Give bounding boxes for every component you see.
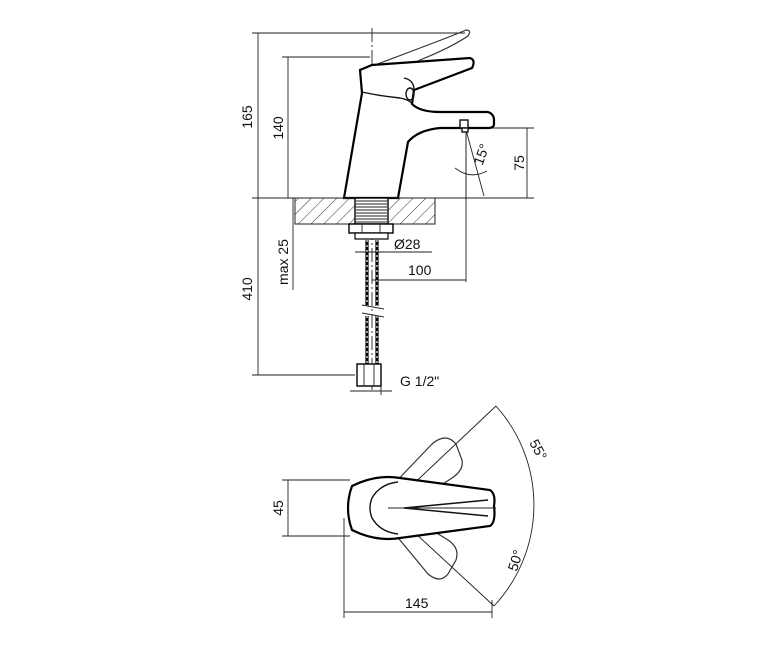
dim-label-g-half-inch: G 1/2" xyxy=(400,373,439,389)
dim-label-140: 140 xyxy=(270,116,286,140)
dim-label-15deg: 15° xyxy=(470,142,492,167)
side-view: 165 140 75 15° xyxy=(239,28,534,395)
dim-label-50deg: 50° xyxy=(504,548,526,573)
dim-label-75: 75 xyxy=(511,155,527,171)
dim-label-100: 100 xyxy=(408,262,432,278)
dim-label-max-25: max 25 xyxy=(275,239,291,285)
plan-view: 45 145 55° 50° xyxy=(270,405,550,618)
flexible-hoses xyxy=(361,240,385,364)
dim-label-45: 45 xyxy=(270,500,286,516)
faucet-body-plan xyxy=(346,475,496,541)
dim-label-165: 165 xyxy=(239,105,255,129)
dim-label-diameter-28: Ø28 xyxy=(394,236,421,252)
dim-label-145: 145 xyxy=(405,595,429,611)
dim-label-55deg: 55° xyxy=(526,437,550,463)
threaded-shank xyxy=(348,197,394,240)
faucet-body-side xyxy=(342,29,496,200)
dim-label-410: 410 xyxy=(239,277,255,301)
